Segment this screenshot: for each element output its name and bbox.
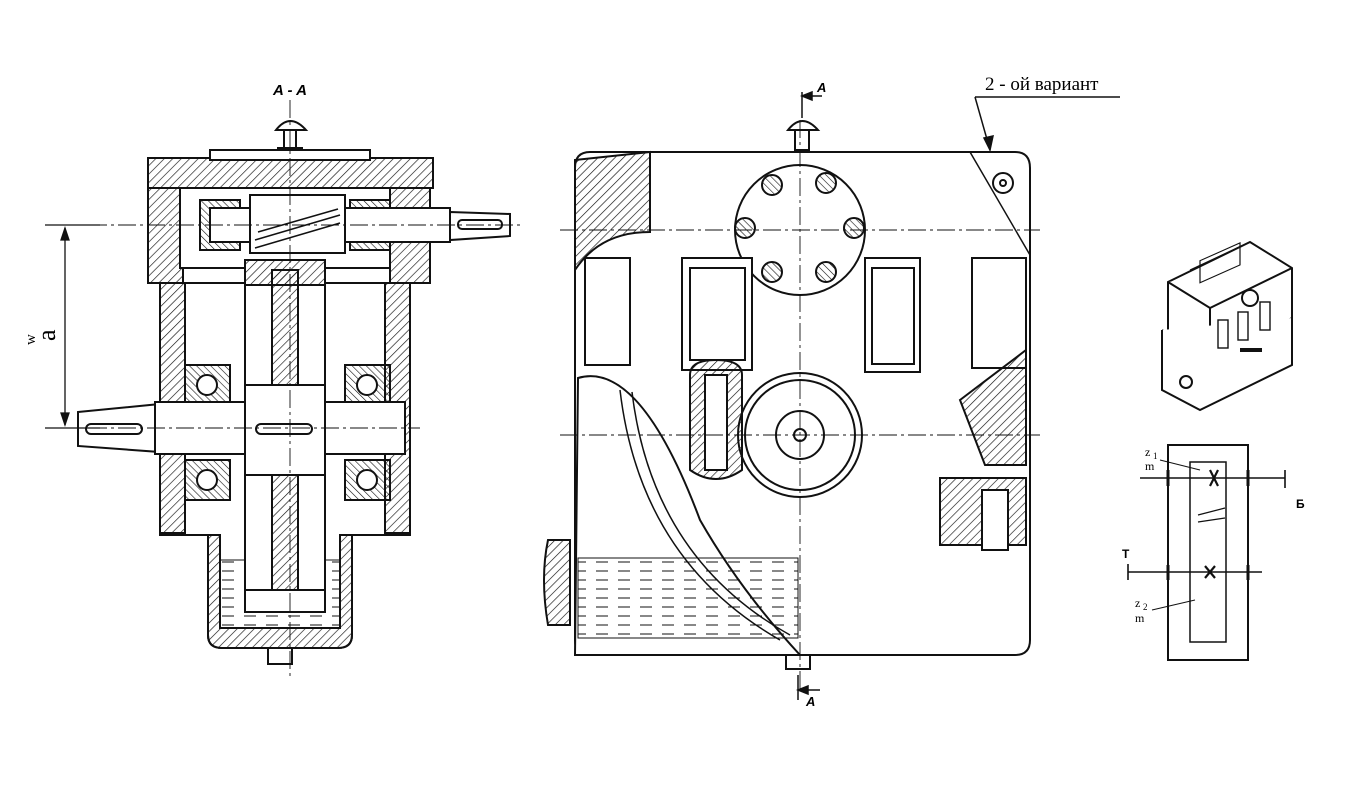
front-view: A A bbox=[543, 74, 1120, 709]
front-vent-knob bbox=[785, 120, 821, 131]
isometric-view bbox=[1161, 240, 1293, 412]
cut-mark-top: A bbox=[816, 80, 826, 95]
front-oil-bath bbox=[577, 557, 799, 639]
gear1-z: z bbox=[1145, 445, 1150, 459]
section-title: A - A bbox=[272, 82, 307, 99]
cut-arrow-bottom bbox=[795, 675, 820, 700]
drain-plug bbox=[267, 647, 293, 665]
variant-callout: 2 - ой вариант bbox=[985, 74, 1099, 95]
center-lines bbox=[60, 100, 520, 680]
scheme-housing bbox=[1167, 444, 1249, 661]
variant-callout-leader bbox=[974, 96, 1120, 153]
variant-lifting-eye bbox=[969, 151, 1031, 256]
right-lower-bolt bbox=[939, 477, 1027, 551]
gear2-z: z bbox=[1135, 596, 1140, 610]
aw-subscript: w bbox=[23, 334, 39, 345]
slow-shaft-label: Т bbox=[1122, 547, 1130, 561]
center-distance-dimension bbox=[45, 224, 100, 429]
front-drain-plug bbox=[785, 654, 811, 670]
section-view-a-a: A - A bbox=[23, 82, 520, 680]
fast-shaft-label: Б bbox=[1296, 497, 1305, 511]
bearings bbox=[184, 364, 391, 501]
housing-bolt bbox=[689, 358, 743, 480]
oil-level-gauge bbox=[543, 539, 571, 626]
gear2-module: m bbox=[1135, 611, 1145, 625]
kinematic-scheme: z 1 m z 2 m Б Т bbox=[1122, 444, 1305, 661]
cut-mark-bottom: A bbox=[805, 694, 815, 709]
housing-ribs bbox=[584, 257, 1027, 373]
aw-symbol: a bbox=[32, 329, 61, 341]
front-center-lines bbox=[560, 120, 1040, 690]
gear1-index: 1 bbox=[1153, 451, 1158, 461]
gear2-index: 2 bbox=[1143, 602, 1148, 612]
top-cover bbox=[147, 157, 434, 189]
cut-arrow-top bbox=[799, 90, 822, 118]
gear1-module: m bbox=[1145, 459, 1155, 473]
